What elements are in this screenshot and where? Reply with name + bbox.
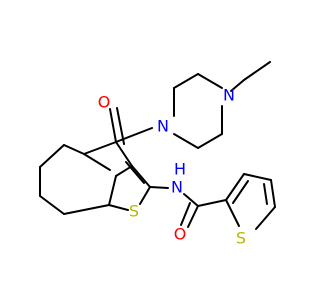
bonds <box>39 61 276 230</box>
bond <box>232 180 249 204</box>
bond <box>173 133 199 149</box>
bond <box>187 205 199 228</box>
bond <box>183 193 199 207</box>
bond <box>197 133 223 149</box>
bond <box>243 61 271 81</box>
bond <box>83 141 117 155</box>
bond <box>149 186 169 189</box>
sulfur-atom-label: S <box>129 202 139 221</box>
bond <box>263 183 268 205</box>
bond <box>131 165 151 188</box>
bond <box>270 179 276 208</box>
molecule-structure: O N N N H S O S <box>39 61 276 248</box>
bond <box>173 73 199 89</box>
bond <box>225 199 240 227</box>
nitrogen-atom-label: N <box>157 117 169 136</box>
oxygen-atom-label: O <box>174 225 187 244</box>
bond <box>230 79 245 92</box>
bond <box>39 144 65 168</box>
bond <box>63 144 85 155</box>
bond <box>197 73 223 89</box>
bond <box>115 165 133 177</box>
bond <box>109 108 117 143</box>
bond <box>125 161 145 184</box>
bond <box>255 206 276 230</box>
atom-labels: O N N N H S O S <box>98 86 246 248</box>
bond <box>197 199 227 207</box>
bond <box>108 204 129 211</box>
bond <box>243 173 272 181</box>
bond <box>139 186 151 205</box>
bond <box>115 127 153 143</box>
sulfur-atom-label: S <box>236 229 246 248</box>
molecule-diagram: O N N N H S O S <box>39 61 276 248</box>
bond <box>39 195 65 215</box>
bond <box>180 202 191 226</box>
amide-nitrogen-label: N <box>171 178 183 197</box>
oxygen-atom-label: O <box>98 93 111 112</box>
bond <box>83 153 111 171</box>
amide-hydrogen-label: H <box>174 160 186 179</box>
nitrogen-atom-label: N <box>223 86 235 105</box>
bond <box>115 141 133 167</box>
bond <box>63 204 110 215</box>
bond <box>225 173 245 201</box>
bond <box>116 107 125 145</box>
bond <box>108 175 117 206</box>
